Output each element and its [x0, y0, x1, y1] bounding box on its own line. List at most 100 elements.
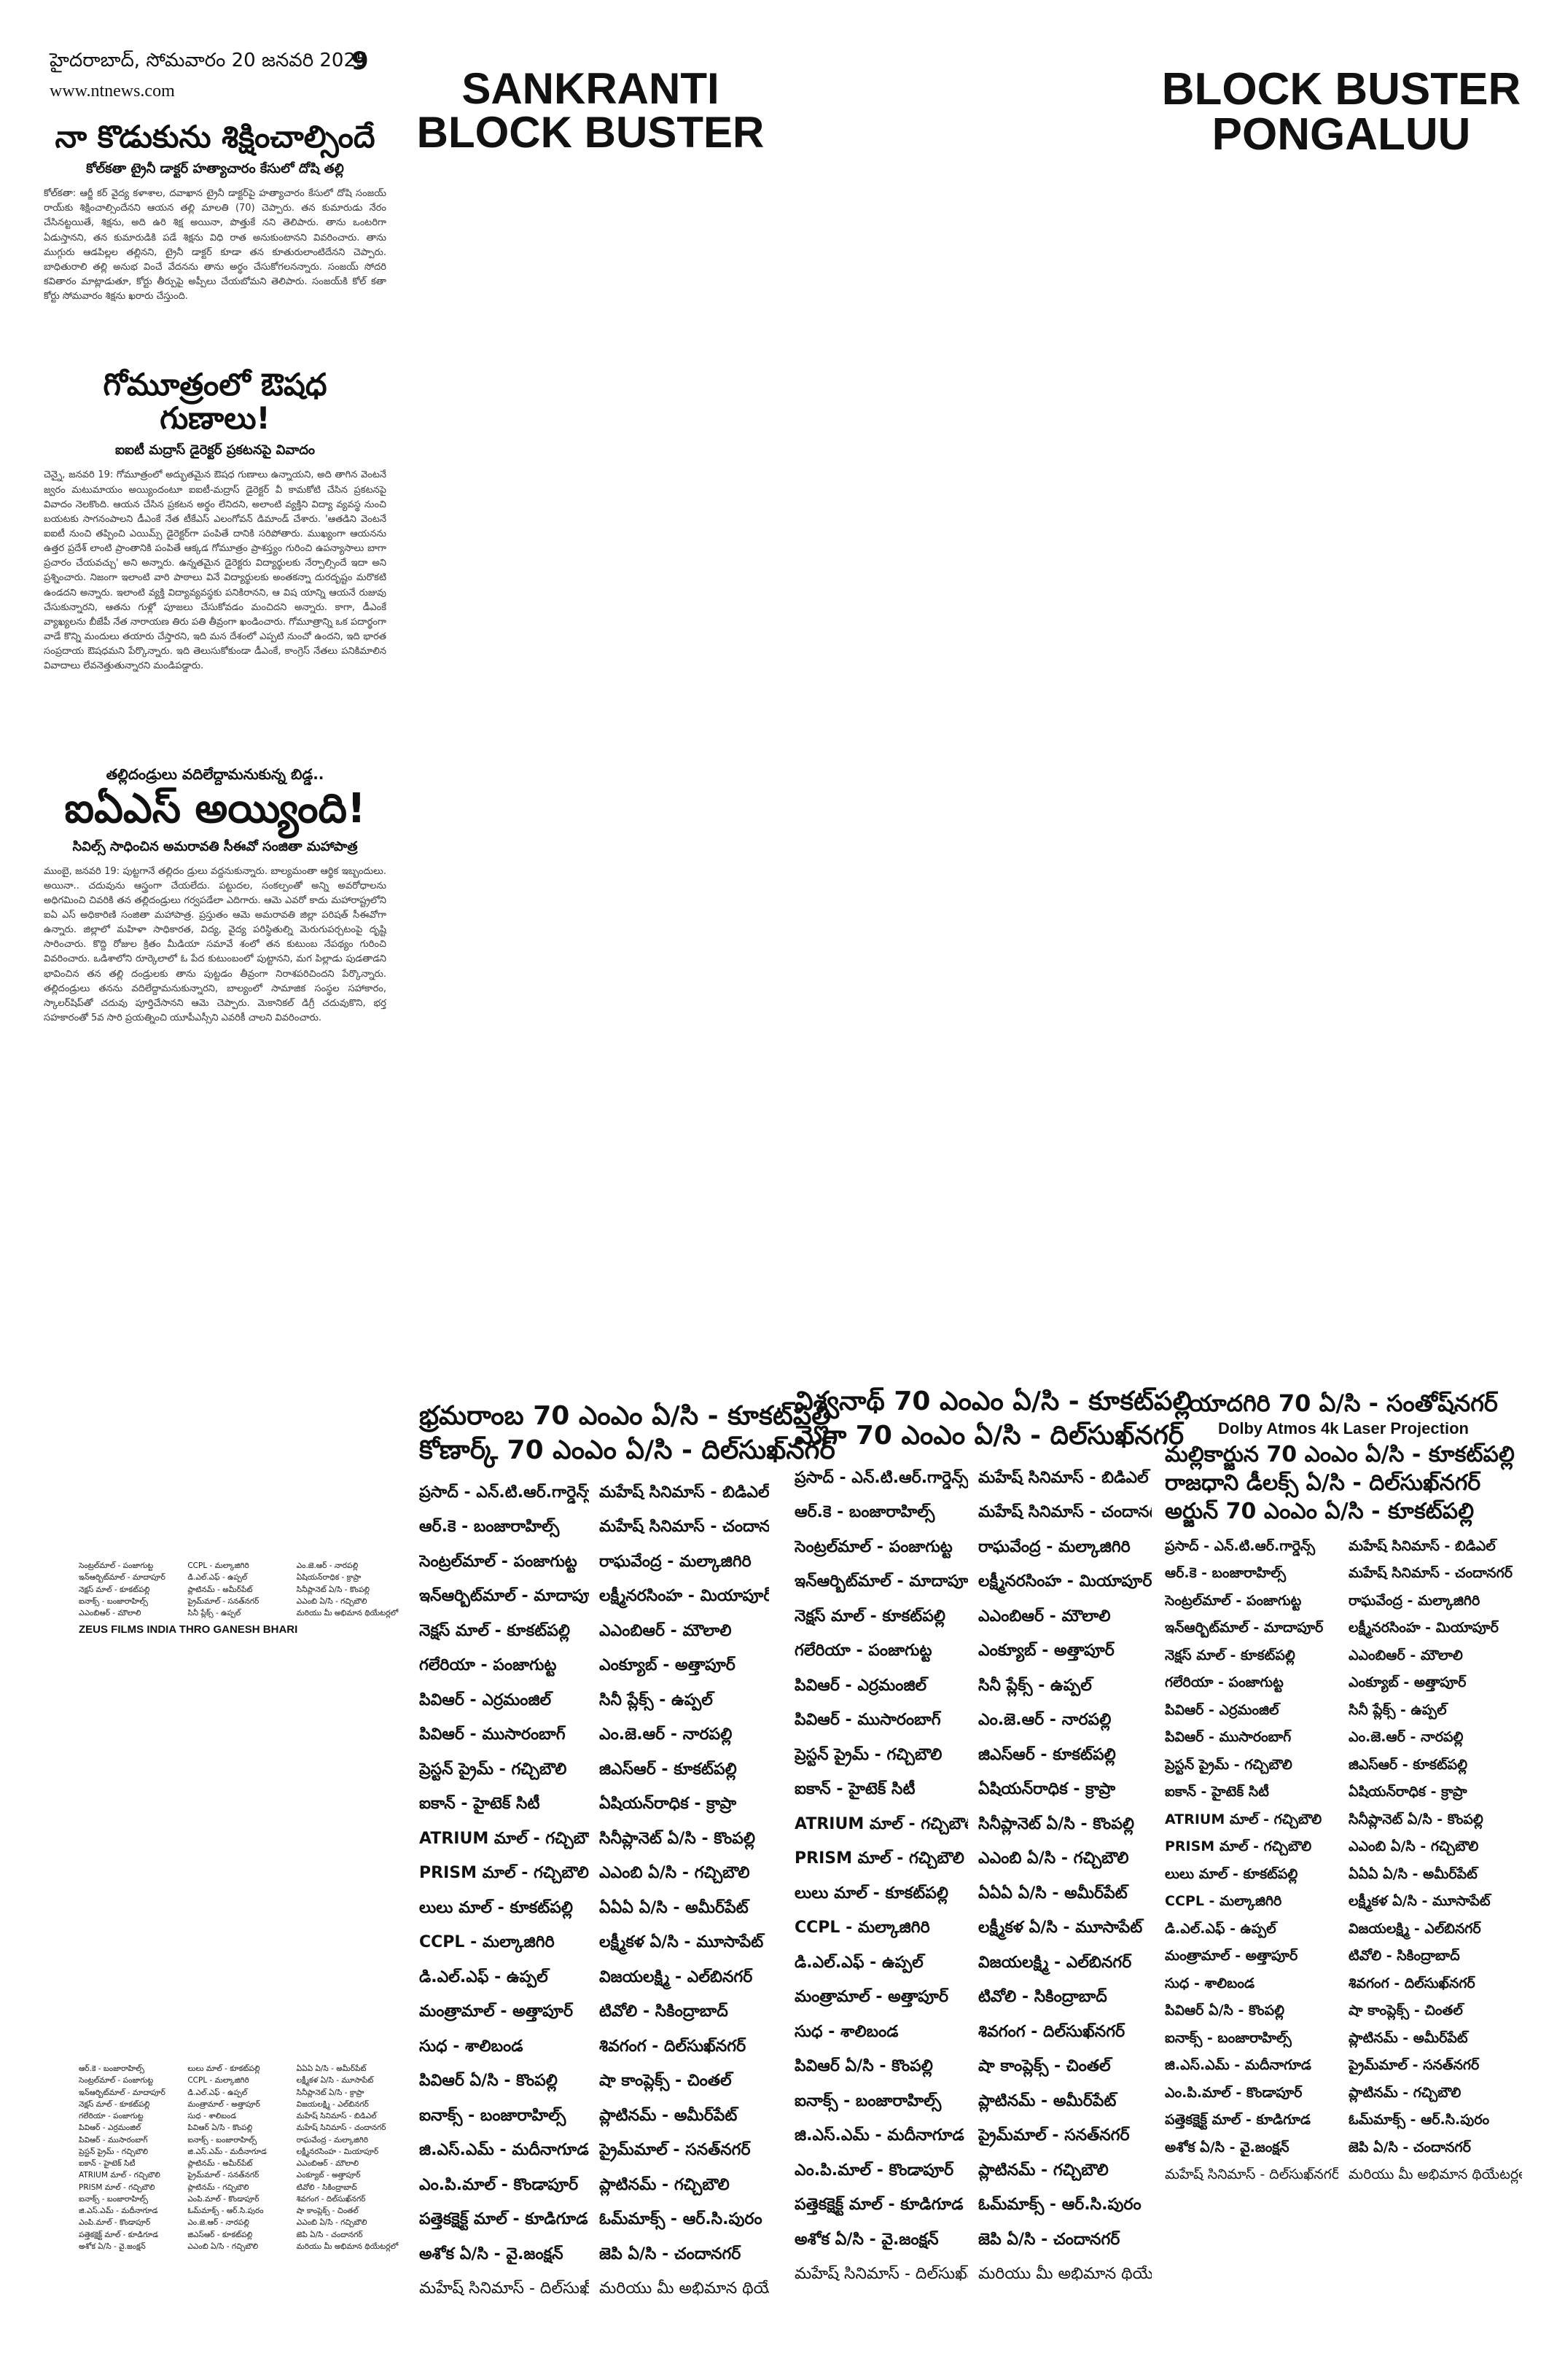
small-theatre-entry: ప్రైమ్‌మాల్ - సనత్‌నగర్	[187, 2171, 260, 2180]
small-theatre-entry: సినీప్లానెట్ ఏ/సి - క్రాప్రా	[296, 2088, 364, 2097]
small-theatre-entry: నెక్షస్ మాల్ - కూకట్‌పల్లి	[79, 2099, 150, 2109]
theatre-entry: ఐకాన్ - హైటెక్ సిటీ	[795, 1780, 916, 1799]
small-theatre-entry: సెంట్రల్‌మాల్ - పంజాగుట్ట	[79, 2076, 154, 2086]
theatre-entry: జెపి ఏ/సి - చందానగర్	[1349, 2139, 1471, 2155]
theatre-entry: పివిఆర్ - ముసారంబాగ్	[795, 1711, 941, 1730]
theatre-entry: ప్లాటినమ్ - గచ్చిబౌలి	[978, 2161, 1109, 2180]
small-theatre-entry: ఎం.జె.ఆర్ - నారపల్లి	[187, 2218, 249, 2228]
theatre-entry: ఏషియన్‌రాధిక - క్రాప్రా	[1349, 1784, 1467, 1800]
theatre-entry: అశోక ఏ/సి - వై.జంక్షన్	[795, 2230, 939, 2249]
small-theatre-entry: జి.ఎస్.ఎమ్ - మదీనాగూడ	[79, 2207, 158, 2216]
small-theatre-entry: జిఎస్ఆర్ - కూకట్‌పల్లి	[187, 2230, 253, 2239]
small-theatre-entry: సుధ - శాలిబండ	[187, 2112, 237, 2121]
ad-title-line: SANKRANTI	[461, 64, 719, 113]
theatre-entry: CCPL - మల్కాజిగిరి	[419, 1933, 555, 1952]
small-theatre-entry: మహేష్ సినిమాస్ - చందానగర్	[296, 2123, 386, 2133]
theatre-entry: సినీ ప్లేక్స్ - ఉప్పల్	[1349, 1701, 1447, 1718]
theatre-entry: ఇన్‌ఆర్బిట్‌మాల్ - మాదాపూర్	[795, 1572, 968, 1591]
theatre-entry: ప్లాటినమ్ - గచ్చిబౌలి	[1349, 2084, 1462, 2101]
theatre-entry: ఎం.పి.మాల్ - కొండాపూర్	[419, 2175, 579, 2194]
theatre-entry: డి.ఎల్.ఎఫ్ - ఉప్పల్	[419, 1967, 548, 1986]
theatre-entry: మహేష్ సినిమాస్ - చందానగర్	[1349, 1565, 1513, 1582]
theatre-entry: ఎం.జె.ఆర్ - నారపల్లి	[599, 1725, 733, 1744]
theatre-entry: మహేష్ సినిమాస్ - చందానగర్	[599, 1518, 769, 1537]
small-theatre-entry: ఎఎంబిఆర్ - మౌలాలి	[79, 1609, 141, 1618]
theatre-headline: మల్లికార్జున 70 ఎంఎం ఏ/సి - కూకట్‌పల్లి	[1165, 1441, 1515, 1467]
ad-title-sankranti: SANKRANTI BLOCK BUSTER	[408, 67, 773, 155]
theatre-entry: ఓమ్‌మాక్స్ - ఆర్.సి.పురం	[978, 2196, 1142, 2215]
theatre-entry: ప్రైమ్‌మాల్ - సనత్‌నగర్	[1349, 2057, 1480, 2074]
small-theatre-entry: మహేష్ సినిమాస్ - బిడిఎల్	[296, 2112, 377, 2121]
theatre-entry: ఆర్.కె - బంజారాహిల్స్	[1165, 1565, 1287, 1582]
theatre-entry: ఎంక్యూబ్ - అత్తాపూర్	[978, 1642, 1115, 1661]
article-headline: ఐఏఎస్ అయ్యింది!	[64, 785, 366, 832]
article-headline: గోమూత్రంలో ఔషధ గుణాలు!	[103, 367, 327, 437]
small-theatre-entry: ఓమ్‌మాక్స్ - ఆర్.సి.పురం	[187, 2207, 264, 2216]
theatre-entry: నెక్షస్ మాల్ - కూకట్‌పల్లి	[419, 1621, 570, 1640]
theatre-entry: CCPL - మల్కాజిగిరి	[795, 1919, 930, 1938]
theatre-entry: ఎఎంబిఆర్ - మౌలాలి	[599, 1621, 732, 1640]
theatre-entry: ప్రెస్టన్ ప్రైమ్ - గచ్చిబౌలి	[419, 1760, 567, 1779]
small-theatre-entry: లక్ష్మీకళ ఏ/సి - మూసాపేట్	[296, 2076, 374, 2086]
small-theatre-entry: డి.ఎల్.ఎఫ్ - ఉప్పల్	[187, 2088, 248, 2097]
small-theatre-entry: PRISM మాల్ - గచ్చిబౌలి	[79, 2182, 155, 2192]
theatre-entry: లులు మాల్ - కూకట్‌పల్లి	[795, 1884, 949, 1903]
article-body: చెన్నై, జనవరి 19: గోమూత్రంలో అద్భుతమైన ఔ…	[44, 469, 386, 672]
theatre-entry: ఎం.జె.ఆర్ - నారపల్లి	[1349, 1729, 1464, 1746]
article-ias: తల్లిదండ్రులు వదిలేద్దామనుకున్న బిడ్డ.. …	[44, 765, 386, 1026]
small-theatre-entry: గలేరియా - పంజాగుట్ట	[79, 2112, 144, 2121]
small-theatre-entry: ఎంపి.మాల్ - కొండాపూర్	[187, 2194, 260, 2204]
small-theatre-entry: విజయలక్ష్మి - ఎల్‌బినగర్	[296, 2099, 369, 2109]
small-theatre-entry: ఐనాక్స్ - బంజారాహిల్స్	[79, 1596, 148, 1606]
theatre-entry: ఓమ్‌మాక్స్ - ఆర్.సి.పురం	[599, 2210, 762, 2229]
theatre-entry: విజయలక్ష్మి - ఎల్‌బినగర్	[1349, 1920, 1481, 1937]
theatre-entry: శివగంగ - దిల్‌సుఖ్‌నగర్	[1349, 1975, 1475, 1991]
theatre-entry: డి.ఎల్.ఎఫ్ - ఉప్పల్	[795, 1953, 924, 1972]
small-theatre-entry: షా కాంప్లెక్స్ - చింతల్	[296, 2207, 359, 2216]
theatre-entry: ఐకాన్ - హైటెక్ సిటీ	[1165, 1784, 1269, 1800]
theatre-entry: జిఎస్ఆర్ - కూకట్‌పల్లి	[599, 1760, 737, 1779]
small-theatre-entry: ఆర్.కె - బంజారాహిల్స్	[79, 2064, 144, 2073]
ad-title-line: BLOCK BUSTER	[1161, 64, 1521, 114]
theatre-entry: ఐనాక్స్ - బంజారాహిల్స్	[419, 2106, 566, 2125]
theatre-entry: ఏఏఏ ఏ/సి - అమీర్‌పేట్	[599, 1898, 749, 1917]
theatre-entry: ATRIUM మాల్ - గచ్చిబౌలి	[795, 1814, 968, 1833]
theatre-entry: మరియు మీ అభిమాన థియేటర్లలో	[978, 2265, 1152, 2284]
small-theatre-entry: మరియు మీ అభిమాన థియేటర్లలో	[296, 2242, 399, 2251]
theatre-entry: జిఎస్ఆర్ - కూకట్‌పల్లి	[978, 1745, 1116, 1764]
small-theatre-entry: రాఘవేంద్ర - మల్కాజిగిరి	[296, 2135, 369, 2145]
theatre-entry: ఐకాన్ - హైటెక్ సిటీ	[419, 1795, 540, 1814]
theatre-entry: జెపి ఏ/సి - చందానగర్	[599, 2244, 741, 2263]
theatre-entry: జి.ఎస్.ఎమ్ - మదీనాగూడ	[795, 2126, 964, 2145]
theatre-entry: ఎం.జె.ఆర్ - నారపల్లి	[978, 1711, 1112, 1730]
theatre-entry: పత్తెకక్షెక్ట్ మాల్ - కూడిగూడ	[419, 2210, 588, 2229]
article-body: ముంబై, జనవరి 19: పుట్టగానే తల్లిదం డ్రుల…	[44, 865, 386, 1023]
theatre-entry: సినీ ప్లేక్స్ - ఉప్పల్	[978, 1676, 1092, 1695]
theatre-entry: షా కాంప్లెక్స్ - చింతల్	[978, 2057, 1111, 2076]
small-theatre-entry: ప్రెస్టన్ ప్రైమ్ - గచ్చిబౌలి	[79, 2147, 149, 2156]
theatre-entry: ప్లాటినమ్ - అమీర్‌పేట్	[1349, 2029, 1468, 2046]
small-theatre-entry: లక్ష్మీనరసింహ - మియాపూర్	[296, 2147, 379, 2156]
theatre-entry: పివిఆర్ - ముసారంబాగ్	[419, 1725, 566, 1744]
theatre-entry: షా కాంప్లెక్స్ - చింతల్	[1349, 2002, 1463, 2019]
theatre-entry: ఏఏఏ ఏ/సి - అమీర్‌పేట్	[1349, 1865, 1478, 1882]
theatre-column-3: యాదగిరి 70 ఏ/సి - సంతోష్‌నగర్ Dolby Atmo…	[1165, 1389, 1522, 2189]
theatre-entry: శివగంగ - దిల్‌సుఖ్‌నగర్	[599, 2037, 746, 2056]
website-url[interactable]: www.ntnews.com	[50, 82, 175, 101]
small-theatre-entry: జెపి ఏ/సి - చందానగర్	[296, 2230, 363, 2239]
small-theatre-entry: డి.ఎల్.ఎఫ్ - ఉప్పల్	[187, 1573, 248, 1583]
theatre-entry: పివిఆర్ ఏ/సి - కొంపల్లి	[1165, 2002, 1285, 2019]
theatre-list: ప్రసాద్ - ఎన్.టి.ఆర్.గార్డెన్స్మహేష్ సిన…	[795, 1461, 1152, 2292]
theatre-entry: ఎం.పి.మాల్ - కొండాపూర్	[795, 2161, 954, 2180]
theatre-entry: టివోలి - సికింద్రాబాద్	[1349, 1948, 1460, 1965]
theatre-entry: ATRIUM మాల్ - గచ్చిబౌలి	[419, 1829, 589, 1848]
page-number: 9	[351, 47, 369, 76]
theatre-column-2: విశ్వనాథ్ 70 ఎంఎం ఏ/సి - కూకట్‌పల్లి మెగ…	[795, 1385, 1192, 2292]
small-theatre-grid: ఆర్.కె - బంజారాహిల్స్లులు మాల్ - కూకట్‌ప…	[79, 2063, 399, 2252]
small-theatre-entry: ఏషియన్‌రాధిక - క్రాప్రా	[296, 1573, 362, 1583]
article-body: కోల్‌కతా: ఆర్జీ కర్ వైద్య కళాశాల, దవాఖాన…	[44, 188, 386, 303]
theatre-entry: రాఘవేంద్ర - మల్కాజిగిరి	[978, 1537, 1131, 1556]
small-theatre-entry: ప్లాటినమ్ - అమీర్‌పేట్	[187, 1585, 253, 1594]
theatre-entry: ప్రైమ్‌మాల్ - సనత్‌నగర్	[599, 2141, 751, 2160]
